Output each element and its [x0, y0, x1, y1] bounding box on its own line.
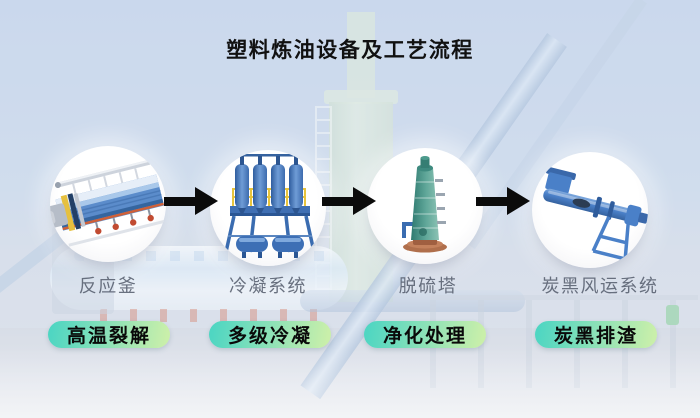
right-arrow-icon [322, 187, 376, 215]
right-arrow-icon [164, 187, 218, 215]
bg-valve-row [100, 309, 340, 322]
bg-chimney [347, 12, 375, 98]
step-circle-reactor [50, 146, 166, 262]
arrow-shaft [322, 197, 355, 206]
arrow-head [507, 187, 530, 215]
bg-kiln-stripes [74, 251, 328, 261]
bg-green-pump [666, 305, 679, 325]
condenser-system-icon [224, 154, 316, 258]
arrow-head [195, 187, 218, 215]
bg-tower-collar [324, 90, 398, 104]
process-badge-slag-discharge: 炭黑排渣 [535, 321, 657, 348]
step-circle-carbon-black-conveyor [532, 152, 648, 268]
right-arrow-icon [476, 187, 530, 215]
arrow-shaft [164, 197, 197, 206]
step-label-reactor: 反应釜 [78, 276, 138, 297]
carbon-black-conveyor-icon [543, 166, 648, 261]
process-badge-pyrolysis: 高温裂解 [48, 321, 170, 348]
bg-bottom-fog [0, 348, 700, 418]
rotary-reactor-icon [50, 159, 166, 247]
page-title: 塑料炼油设备及工艺流程 [226, 38, 474, 62]
process-badge-purification: 净化处理 [364, 321, 486, 348]
arrow-head [353, 187, 376, 215]
arrow-shaft [476, 197, 509, 206]
step-label-carbon-black-system: 炭黑风运系统 [541, 276, 659, 297]
process-badge-condensation: 多级冷凝 [209, 321, 331, 348]
step-circle-condenser [210, 150, 326, 266]
step-circle-desulfurization-tower [367, 148, 483, 264]
step-label-desulfurization-tower: 脱硫塔 [398, 276, 458, 297]
step-label-condenser: 冷凝系统 [229, 276, 307, 297]
desulfurization-tower-icon [402, 156, 447, 253]
